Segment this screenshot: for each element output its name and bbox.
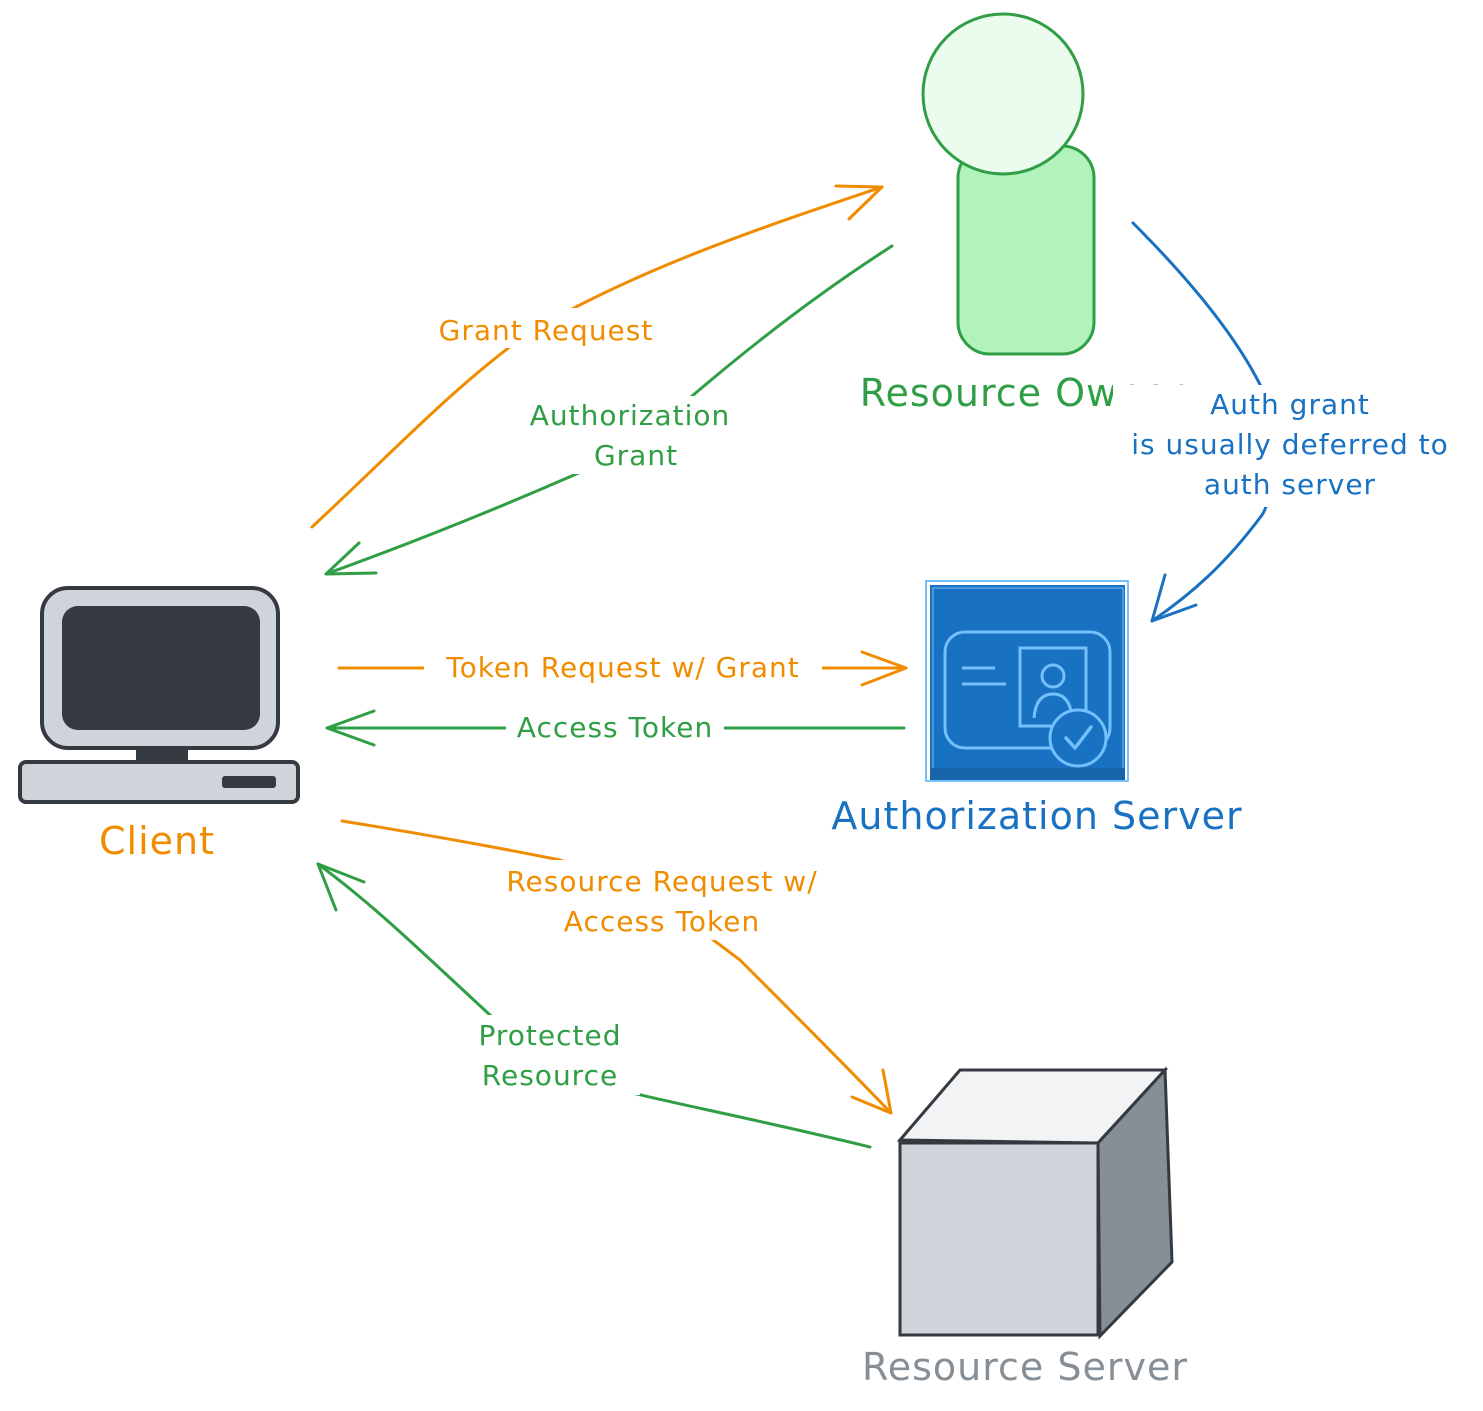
resource-request-arrow: Resource Request w/ Access Token xyxy=(340,819,893,1115)
protected-resource-label-line-2: Resource xyxy=(482,1059,618,1092)
token-request-label: Token Request w/ Grant xyxy=(445,651,800,684)
computer-icon xyxy=(18,586,300,804)
server-box-hatch xyxy=(930,768,1125,780)
computer-base xyxy=(18,760,300,804)
auth-grant-deferred-arrow: Auth grant is usually deferred to auth s… xyxy=(1113,221,1468,623)
check-icon xyxy=(1064,725,1093,750)
client-node: Client xyxy=(18,586,300,863)
cube-icon xyxy=(896,1066,1174,1340)
resource-request-label-line-1: Resource Request w/ xyxy=(506,865,817,898)
person-body xyxy=(956,144,1096,356)
authorization-grant-arrowhead xyxy=(324,541,378,576)
protected-resource-label-line-1: Protected xyxy=(479,1019,622,1052)
grant-request-arrow: Grant Request xyxy=(310,184,884,529)
person-icon xyxy=(921,12,1096,356)
authorization-server-node: Authorization Server xyxy=(831,580,1242,838)
resource-owner-node: Resource Owner xyxy=(860,12,1183,415)
id-card xyxy=(943,630,1112,750)
token-request-arrow: Token Request w/ Grant xyxy=(337,648,908,688)
person-head xyxy=(921,12,1085,176)
client-label: Client xyxy=(99,819,215,863)
resource-request-arrowhead xyxy=(850,1068,893,1115)
id-photo-shoulders xyxy=(1032,692,1074,719)
grant-request-label: Grant Request xyxy=(439,314,654,347)
access-token-arrowhead xyxy=(325,709,376,747)
protected-resource-arrowhead xyxy=(316,862,366,912)
monitor-stand xyxy=(136,746,188,760)
access-token-label: Access Token xyxy=(517,711,713,744)
token-request-arrowhead xyxy=(860,650,908,687)
id-photo-head xyxy=(1040,663,1066,689)
resource-server-node: Resource Server xyxy=(862,1066,1188,1389)
drive-slot xyxy=(222,776,276,788)
auth-grant-deferred-label-line-2: is usually deferred to xyxy=(1131,428,1449,461)
resource-server-label: Resource Server xyxy=(862,1345,1188,1389)
grant-request-line xyxy=(310,185,884,529)
auth-grant-deferred-label-line-1: Auth grant xyxy=(1210,388,1370,421)
auth-grant-deferred-arrowhead xyxy=(1150,573,1198,623)
authorization-server-label: Authorization Server xyxy=(831,794,1242,838)
auth-grant-deferred-label-line-3: auth server xyxy=(1204,468,1376,501)
grant-request-arrowhead xyxy=(834,184,884,221)
verified-badge xyxy=(1048,708,1108,768)
monitor-screen xyxy=(62,606,260,730)
server-box-sketch-1 xyxy=(925,580,1129,782)
authorization-grant-label-line-2: Grant xyxy=(594,439,678,472)
access-token-arrow: Access Token xyxy=(325,708,906,748)
resource-request-label-line-2: Access Token xyxy=(564,905,760,938)
authorization-grant-label-line-1: Authorization xyxy=(530,399,731,432)
authorization-grant-arrow: Authorization Grant xyxy=(324,244,894,576)
protected-resource-arrow: Protected Resource xyxy=(316,862,872,1149)
cube-front-face xyxy=(898,1141,1100,1337)
id-card-verified-icon xyxy=(925,580,1129,782)
